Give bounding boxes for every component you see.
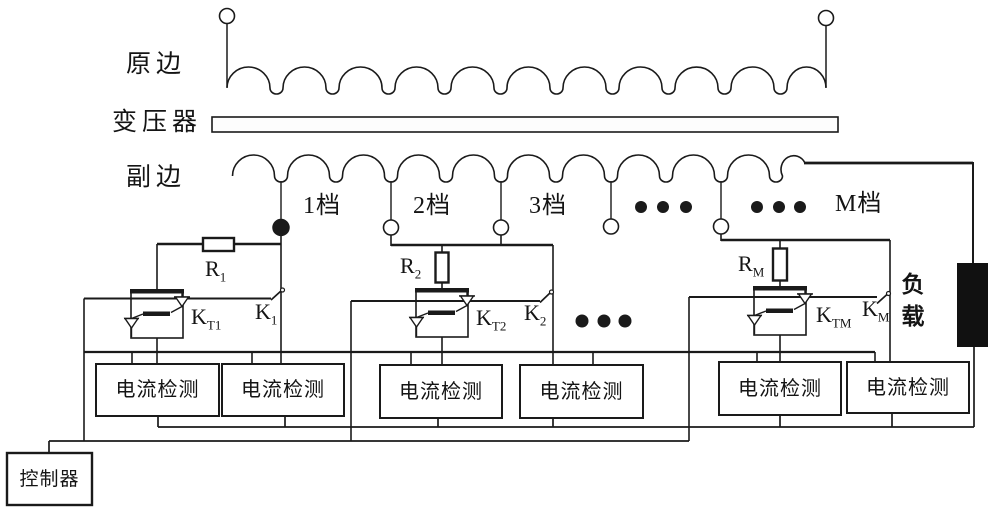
current-detector-2-label: 电流检测 bbox=[241, 379, 325, 401]
controller-box bbox=[5, 451, 94, 507]
tap-stubs bbox=[280, 181, 722, 220]
resistor-r2-label: R2 bbox=[400, 253, 422, 282]
transformer-core bbox=[211, 116, 839, 133]
current-detector-4-label: 电流检测 bbox=[539, 380, 624, 403]
load-label: 负载 bbox=[898, 272, 923, 336]
thyristor-module-kt2 bbox=[408, 287, 476, 338]
tap-4-contact bbox=[602, 218, 620, 235]
switch-km bbox=[876, 290, 892, 305]
tap-m-label: M档 bbox=[835, 191, 883, 217]
thyristor-module-ktm bbox=[746, 285, 814, 336]
load-return-wiring bbox=[157, 346, 975, 428]
primary-winding-coil bbox=[226, 66, 827, 95]
current-detector-3-label: 电流检测 bbox=[399, 380, 483, 403]
tap-ellipsis-dots bbox=[635, 201, 806, 213]
transformer-label: 变压器 bbox=[112, 109, 203, 136]
tap-3-label: 3档 bbox=[529, 193, 567, 219]
tap-2-contact bbox=[382, 219, 400, 236]
switch-k1-label: K1 bbox=[255, 299, 278, 328]
current-detector-1-label: 电流检测 bbox=[115, 379, 200, 401]
primary-terminal-right bbox=[817, 9, 835, 87]
thyristor-kt2-label: KT2 bbox=[476, 305, 507, 334]
switch-km-label: KM bbox=[862, 296, 890, 325]
switch-k2 bbox=[539, 289, 555, 304]
resistor-rm-label: RM bbox=[738, 251, 765, 280]
secondary-output-wire bbox=[804, 161, 974, 264]
thyristor-ktm-label: KTM bbox=[816, 302, 852, 331]
secondary-winding-label: 副边 bbox=[126, 164, 187, 191]
tap-1-label: 1档 bbox=[303, 193, 341, 219]
switch-k2-label: K2 bbox=[524, 300, 547, 329]
tap-3-contact bbox=[492, 219, 510, 236]
branch-ellipsis-dots bbox=[575, 314, 632, 328]
primary-winding-label: 原边 bbox=[126, 51, 187, 78]
controller-bus-wiring bbox=[48, 440, 689, 453]
branch-2-wiring bbox=[350, 235, 594, 441]
load-block bbox=[957, 263, 988, 347]
primary-terminal-left bbox=[218, 7, 236, 87]
thyristor-kt1-label: KT1 bbox=[191, 304, 222, 333]
controller-label: 控制器 bbox=[19, 468, 80, 490]
resistor-r2 bbox=[434, 251, 450, 284]
resistor-r1-label: R1 bbox=[205, 256, 227, 285]
tap-2-label: 2档 bbox=[413, 193, 451, 219]
branch-m-wiring bbox=[688, 234, 891, 441]
resistor-rm bbox=[771, 247, 789, 282]
current-detector-6-label: 电流检测 bbox=[866, 376, 950, 399]
tap-1-contact bbox=[272, 218, 290, 237]
tap-5-contact bbox=[712, 218, 730, 235]
switch-k1 bbox=[270, 287, 286, 301]
current-detector-5-label: 电流检测 bbox=[738, 377, 822, 400]
secondary-winding-coil bbox=[231, 154, 806, 183]
thyristor-module-kt1 bbox=[123, 288, 191, 339]
resistor-r1 bbox=[201, 236, 236, 253]
detector-boxes bbox=[95, 361, 970, 419]
